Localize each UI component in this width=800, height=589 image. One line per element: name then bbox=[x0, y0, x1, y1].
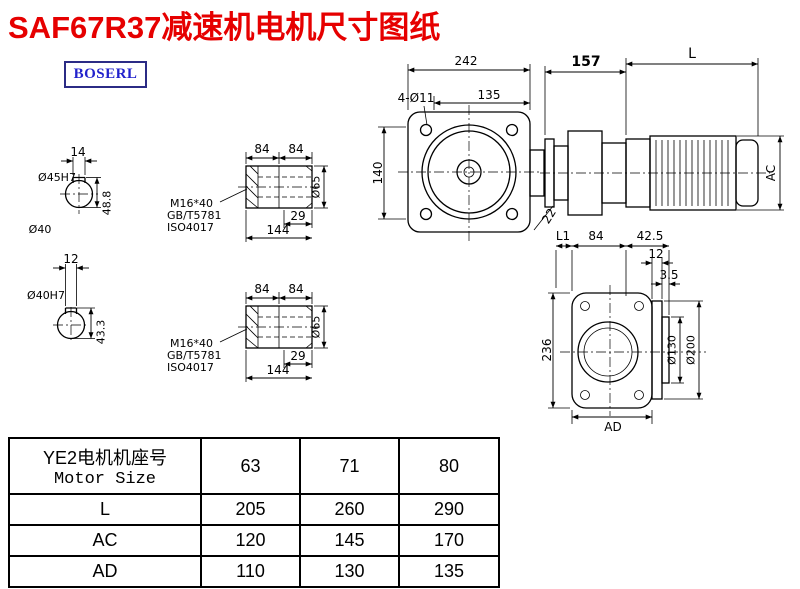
standard-iso: ISO4017 bbox=[167, 361, 214, 374]
bore-circle bbox=[64, 179, 94, 209]
table-cell: 130 bbox=[299, 555, 400, 588]
dim-seg-a: 84 bbox=[254, 282, 269, 296]
dim-flange-len: 42.5 bbox=[637, 229, 664, 243]
hollow-shaft-top-view: 84 84 29 144 Ø65 M16*40 GB/T5781 ISO4017 bbox=[167, 142, 328, 242]
dim-spigot: Ø130 bbox=[666, 335, 679, 365]
keyway-slot bbox=[64, 307, 78, 314]
frame-size-cell: 71 bbox=[299, 437, 400, 495]
dim-keyway-width: 12 bbox=[63, 252, 78, 266]
dim-height: 140 bbox=[371, 162, 385, 185]
shaft-section-top-view: 14 Ø45H7 48.8 Ø40 bbox=[29, 145, 114, 236]
dim-bore: Ø45H7 bbox=[38, 171, 76, 184]
table-cell: 120 bbox=[200, 524, 301, 557]
bolt-hole bbox=[580, 390, 590, 400]
row-label: L bbox=[8, 493, 202, 526]
dim-hub-od: Ø40 bbox=[29, 223, 52, 236]
output-flange bbox=[651, 300, 663, 400]
table-cell: 145 bbox=[299, 524, 400, 557]
gearbox-rear-view: L1 84 42.5 12 3.5 236 Ø130 Ø200 bbox=[540, 229, 706, 434]
dim-total-len: 144 bbox=[267, 223, 290, 237]
dim-end-len: 29 bbox=[290, 209, 305, 223]
dim-ad: AD bbox=[604, 420, 621, 434]
bolt-hole bbox=[634, 390, 644, 400]
brand-logo: BOSERL bbox=[64, 61, 147, 88]
page-title: SAF67R37减速机电机尺寸图纸 bbox=[8, 10, 441, 45]
dim-keyway-width: 14 bbox=[70, 145, 85, 159]
table-cell: 170 bbox=[398, 524, 500, 557]
bolt-hole bbox=[580, 301, 590, 311]
table-cell: 290 bbox=[398, 493, 500, 526]
standard-gb: GB/T5781 bbox=[167, 209, 222, 222]
dim-12: 12 bbox=[648, 247, 663, 261]
dim-bore: Ø40H7 bbox=[27, 289, 65, 302]
chamfer bbox=[305, 305, 313, 349]
table-cell: 110 bbox=[200, 555, 301, 588]
dim-l1: L1 bbox=[556, 229, 570, 243]
bolt-hole bbox=[419, 207, 433, 221]
dim-end-len: 29 bbox=[290, 349, 305, 363]
dim-seg-b: 84 bbox=[288, 282, 303, 296]
motor-size-label-en: Motor Size bbox=[53, 469, 157, 489]
table-cell: 260 bbox=[299, 493, 400, 526]
dim-seg-b: 84 bbox=[288, 142, 303, 156]
bolt-hole bbox=[419, 123, 433, 137]
motor-side-view: 157 L AC bbox=[540, 46, 784, 216]
dim-motor-length: L bbox=[688, 46, 696, 62]
table-row-l: L 205 260 290 bbox=[8, 493, 500, 526]
bolt-spec: M16*40 bbox=[170, 197, 213, 210]
technical-drawing: 14 Ø45H7 48.8 Ø40 12 Ø40H7 43.3 bbox=[27, 46, 784, 434]
gearbox-front-view: 242 135 4-Ø11 140 22 bbox=[371, 54, 559, 242]
frame-size-cell: 80 bbox=[398, 437, 500, 495]
table-row-ac: AC 120 145 170 bbox=[8, 524, 500, 557]
table-row-ad: AD 110 130 135 bbox=[8, 555, 500, 588]
bore-hidden-lines bbox=[258, 176, 312, 198]
dim-body-len: 84 bbox=[588, 229, 603, 243]
standard-iso: ISO4017 bbox=[167, 221, 214, 234]
bolt-hole bbox=[505, 123, 519, 137]
standard-gb: GB/T5781 bbox=[167, 349, 222, 362]
table-cell: 205 bbox=[200, 493, 301, 526]
dim-od: Ø65 bbox=[310, 316, 323, 339]
keyway-slot bbox=[72, 176, 86, 183]
hole-note: 4-Ø11 bbox=[398, 91, 435, 105]
table-header-row: YE2电机机座号 Motor Size 63 71 80 bbox=[8, 437, 500, 495]
dim-3-5: 3.5 bbox=[659, 268, 678, 282]
chamfer bbox=[305, 165, 313, 209]
bolt-spec: M16*40 bbox=[170, 337, 213, 350]
bolt-hole bbox=[505, 207, 519, 221]
brand-label: BOSERL bbox=[73, 66, 138, 82]
flange-circle bbox=[421, 124, 517, 220]
dim-gear-length: 157 bbox=[571, 54, 600, 70]
dim-seg-a: 84 bbox=[254, 142, 269, 156]
motor-size-table: YE2电机机座号 Motor Size 63 71 80 L 205 260 2… bbox=[8, 437, 500, 588]
row-label: AC bbox=[8, 524, 202, 557]
dim-offset: 22 bbox=[539, 206, 559, 226]
bore-circle bbox=[56, 310, 86, 340]
motor-size-label-cn: YE2电机机座号 bbox=[42, 447, 168, 468]
motor-size-header-cell: YE2电机机座号 Motor Size bbox=[8, 437, 202, 495]
bolt-hatch bbox=[245, 165, 259, 209]
dim-overall-width: 242 bbox=[455, 54, 478, 68]
motor-fins bbox=[655, 140, 729, 206]
dim-flange-od: Ø200 bbox=[685, 335, 698, 365]
dim-od: Ø65 bbox=[310, 176, 323, 199]
flange-spigot bbox=[661, 316, 670, 384]
bore-hidden-lines bbox=[258, 316, 312, 338]
frame-size-cell: 63 bbox=[200, 437, 301, 495]
row-label: AD bbox=[8, 555, 202, 588]
dim-keyway-depth: 48.8 bbox=[101, 191, 114, 216]
hollow-shaft-bottom-view: 84 84 29 144 Ø65 M16*40 GB/T5781 ISO4017 bbox=[167, 282, 328, 382]
bolt-hole bbox=[634, 301, 644, 311]
output-boss bbox=[577, 321, 639, 383]
shaft-section-bottom-view: 12 Ø40H7 43.3 bbox=[27, 252, 107, 344]
table-cell: 135 bbox=[398, 555, 500, 588]
input-bore bbox=[456, 159, 482, 185]
fan-cover bbox=[735, 139, 759, 207]
dim-motor-height: AC bbox=[764, 165, 778, 181]
dim-hole-span: 135 bbox=[478, 88, 501, 102]
dim-total-len: 144 bbox=[267, 363, 290, 377]
dim-height: 236 bbox=[540, 339, 554, 362]
dim-keyway-depth: 43.3 bbox=[95, 320, 108, 345]
bolt-hatch bbox=[245, 305, 259, 349]
